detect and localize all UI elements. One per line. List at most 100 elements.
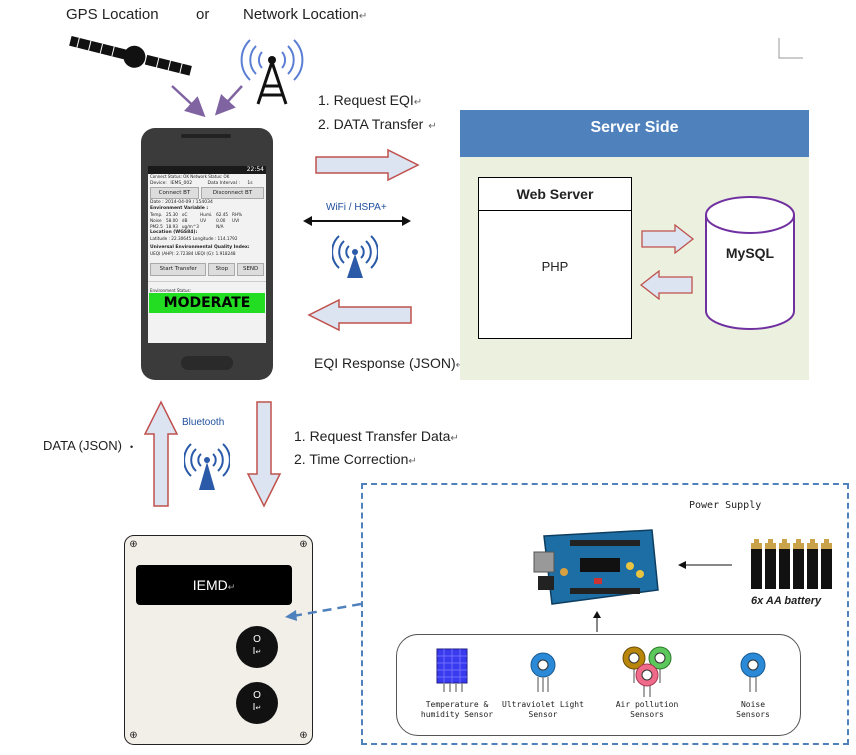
gps-location-label: GPS Location	[66, 6, 159, 23]
page-corner-mark	[778, 38, 803, 59]
switch-symbol-on: I↵	[252, 702, 262, 713]
env-cell: PM2.5	[150, 224, 163, 229]
env-cell: dB	[181, 218, 188, 223]
data-upload-arrow	[143, 400, 179, 507]
mysql-database-icon	[705, 196, 795, 330]
env-cell: N/A	[216, 224, 224, 229]
mysql-to-php-arrow	[639, 270, 693, 300]
screw-icon: ⊕	[299, 539, 308, 550]
data-json-text: DATA (JSON)	[43, 438, 122, 453]
request-eqi-label: 1. Request EQI↵	[318, 92, 422, 108]
upload-arrow	[315, 148, 420, 182]
paragraph-mark: ↵	[408, 456, 417, 467]
wifi-hspa-label: WiFi / HSPA+	[326, 202, 387, 213]
paragraph-mark: ↵	[456, 360, 464, 371]
env-status-label: Environment Status:	[148, 281, 266, 293]
request-eqi-text: 1. Request EQI	[318, 92, 414, 108]
request-transfer-text: 1. Request Transfer Data	[294, 428, 451, 444]
location-arrows	[171, 85, 243, 118]
location-line: Latitude : 22.30645 Longitude : 114.1792	[150, 236, 238, 241]
mysql-label: MySQL	[725, 245, 775, 261]
server-side-title: Server Side	[460, 110, 809, 157]
hardware-panel	[361, 483, 849, 745]
battery-to-board-arrow	[678, 561, 732, 569]
web-server-box: Web Server PHP	[478, 177, 632, 339]
arduino-board-icon	[533, 529, 659, 605]
switch-symbol-off: O	[253, 634, 261, 645]
iemd-device: ⊕ ⊕ ⊕ ⊕ IEMD↵ O I↵ O I↵	[124, 535, 313, 745]
env-cell: UVI	[232, 218, 240, 223]
bluetooth-signal-icon	[184, 443, 230, 490]
web-server-title: Web Server	[479, 178, 631, 211]
env-cell: Noise	[150, 218, 162, 223]
paragraph-mark: ↵	[428, 121, 437, 132]
sensor-label-air-pollution: Air pollution Sensors	[615, 700, 679, 719]
noise-sensor-icon	[740, 652, 766, 692]
env-cell: UV	[200, 218, 207, 223]
phone-home-button	[181, 356, 233, 370]
ueqi-heading: Universal Environmental Quality Index:	[150, 245, 250, 250]
env-heading: Environment Variable :	[150, 206, 209, 211]
aa-battery-pack-icon	[751, 539, 832, 589]
hardware-link-arrow	[285, 602, 362, 621]
sensors-to-board-arrow	[593, 611, 601, 632]
time-correction-text: 2. Time Correction	[294, 451, 409, 467]
battery-label: 6x AA battery	[751, 595, 822, 607]
start-transfer-button[interactable]: Start Transfer	[150, 263, 207, 276]
stop-button[interactable]: Stop	[208, 263, 236, 276]
sensor-label-noise: Noise Sensors	[736, 700, 770, 719]
date-line: Date : 2014-04-09 / 154034	[150, 200, 213, 205]
phone-status-bar: 22:54	[148, 166, 266, 174]
send-button[interactable]: SEND	[237, 263, 264, 276]
env-cell: 62.45	[216, 212, 229, 217]
switch-symbol-on: I↵	[252, 646, 262, 657]
satellite-icon	[69, 36, 192, 76]
interval-value: 1s	[247, 181, 253, 186]
disconnect-bt-button[interactable]: Disconnect BT	[200, 187, 264, 199]
bluetooth-label: Bluetooth	[182, 417, 225, 428]
env-cell: 18.93	[165, 224, 178, 229]
data-json-label: DATA (JSON)•	[43, 438, 133, 453]
phone-clock: 22:54	[246, 166, 264, 173]
screw-icon: ⊕	[129, 539, 138, 550]
cell-tower-icon	[240, 39, 304, 105]
connect-bt-button[interactable]: Connect BT	[150, 187, 199, 199]
paragraph-mark: ↵	[358, 11, 368, 22]
interval-label: Data Interval :	[207, 181, 240, 186]
phone-screen: 22:54 Connect Status: OK Network Status:…	[148, 166, 266, 343]
sensor-label-uv: Ultraviolet Light Sensor	[502, 700, 584, 719]
power-switch-bottom[interactable]: O I↵	[236, 682, 278, 724]
iemd-display: IEMD↵	[136, 565, 292, 605]
paragraph-mark: ↵	[450, 433, 459, 444]
env-cell: Temp.	[150, 212, 163, 217]
screw-icon: ⊕	[299, 730, 308, 741]
env-cell: 25.30	[165, 212, 178, 217]
status-moderate-banner: MODERATE	[149, 293, 265, 313]
power-supply-label: Power Supply	[689, 500, 762, 511]
uv-sensor-icon	[530, 652, 556, 692]
iemd-label: IEMD	[192, 577, 228, 593]
paragraph-mark: ↵	[413, 97, 423, 108]
switch-symbol-off: O	[253, 690, 261, 701]
connect-status-line: Connect Status: OK Network Status: OK	[150, 174, 230, 179]
time-correction-label: 2. Time Correction↵	[294, 451, 417, 467]
temperature-humidity-sensor-icon	[436, 648, 468, 692]
network-location-label: Network Location↵	[243, 6, 367, 23]
env-cell: oC	[181, 212, 188, 217]
sensor-label-temp-humidity: Temperature & humidity Sensor	[420, 700, 494, 719]
env-cell: 0.00	[216, 218, 226, 223]
device-value: IEMS_002	[170, 181, 193, 186]
wifi-double-arrow	[303, 216, 411, 226]
ueqi-line: UEQI (AHP): 2.72384 UEQI (G): 1.918248	[150, 251, 236, 256]
power-switch-top[interactable]: O I↵	[236, 626, 278, 668]
air-pollution-sensors-icon	[622, 646, 672, 697]
location-heading: Location (WGS84):	[150, 230, 198, 235]
env-cell	[200, 224, 216, 230]
data-transfer-text: 2. DATA Transfer	[318, 116, 424, 132]
php-to-mysql-arrow	[641, 224, 695, 254]
env-cell: Humi.	[200, 212, 213, 217]
